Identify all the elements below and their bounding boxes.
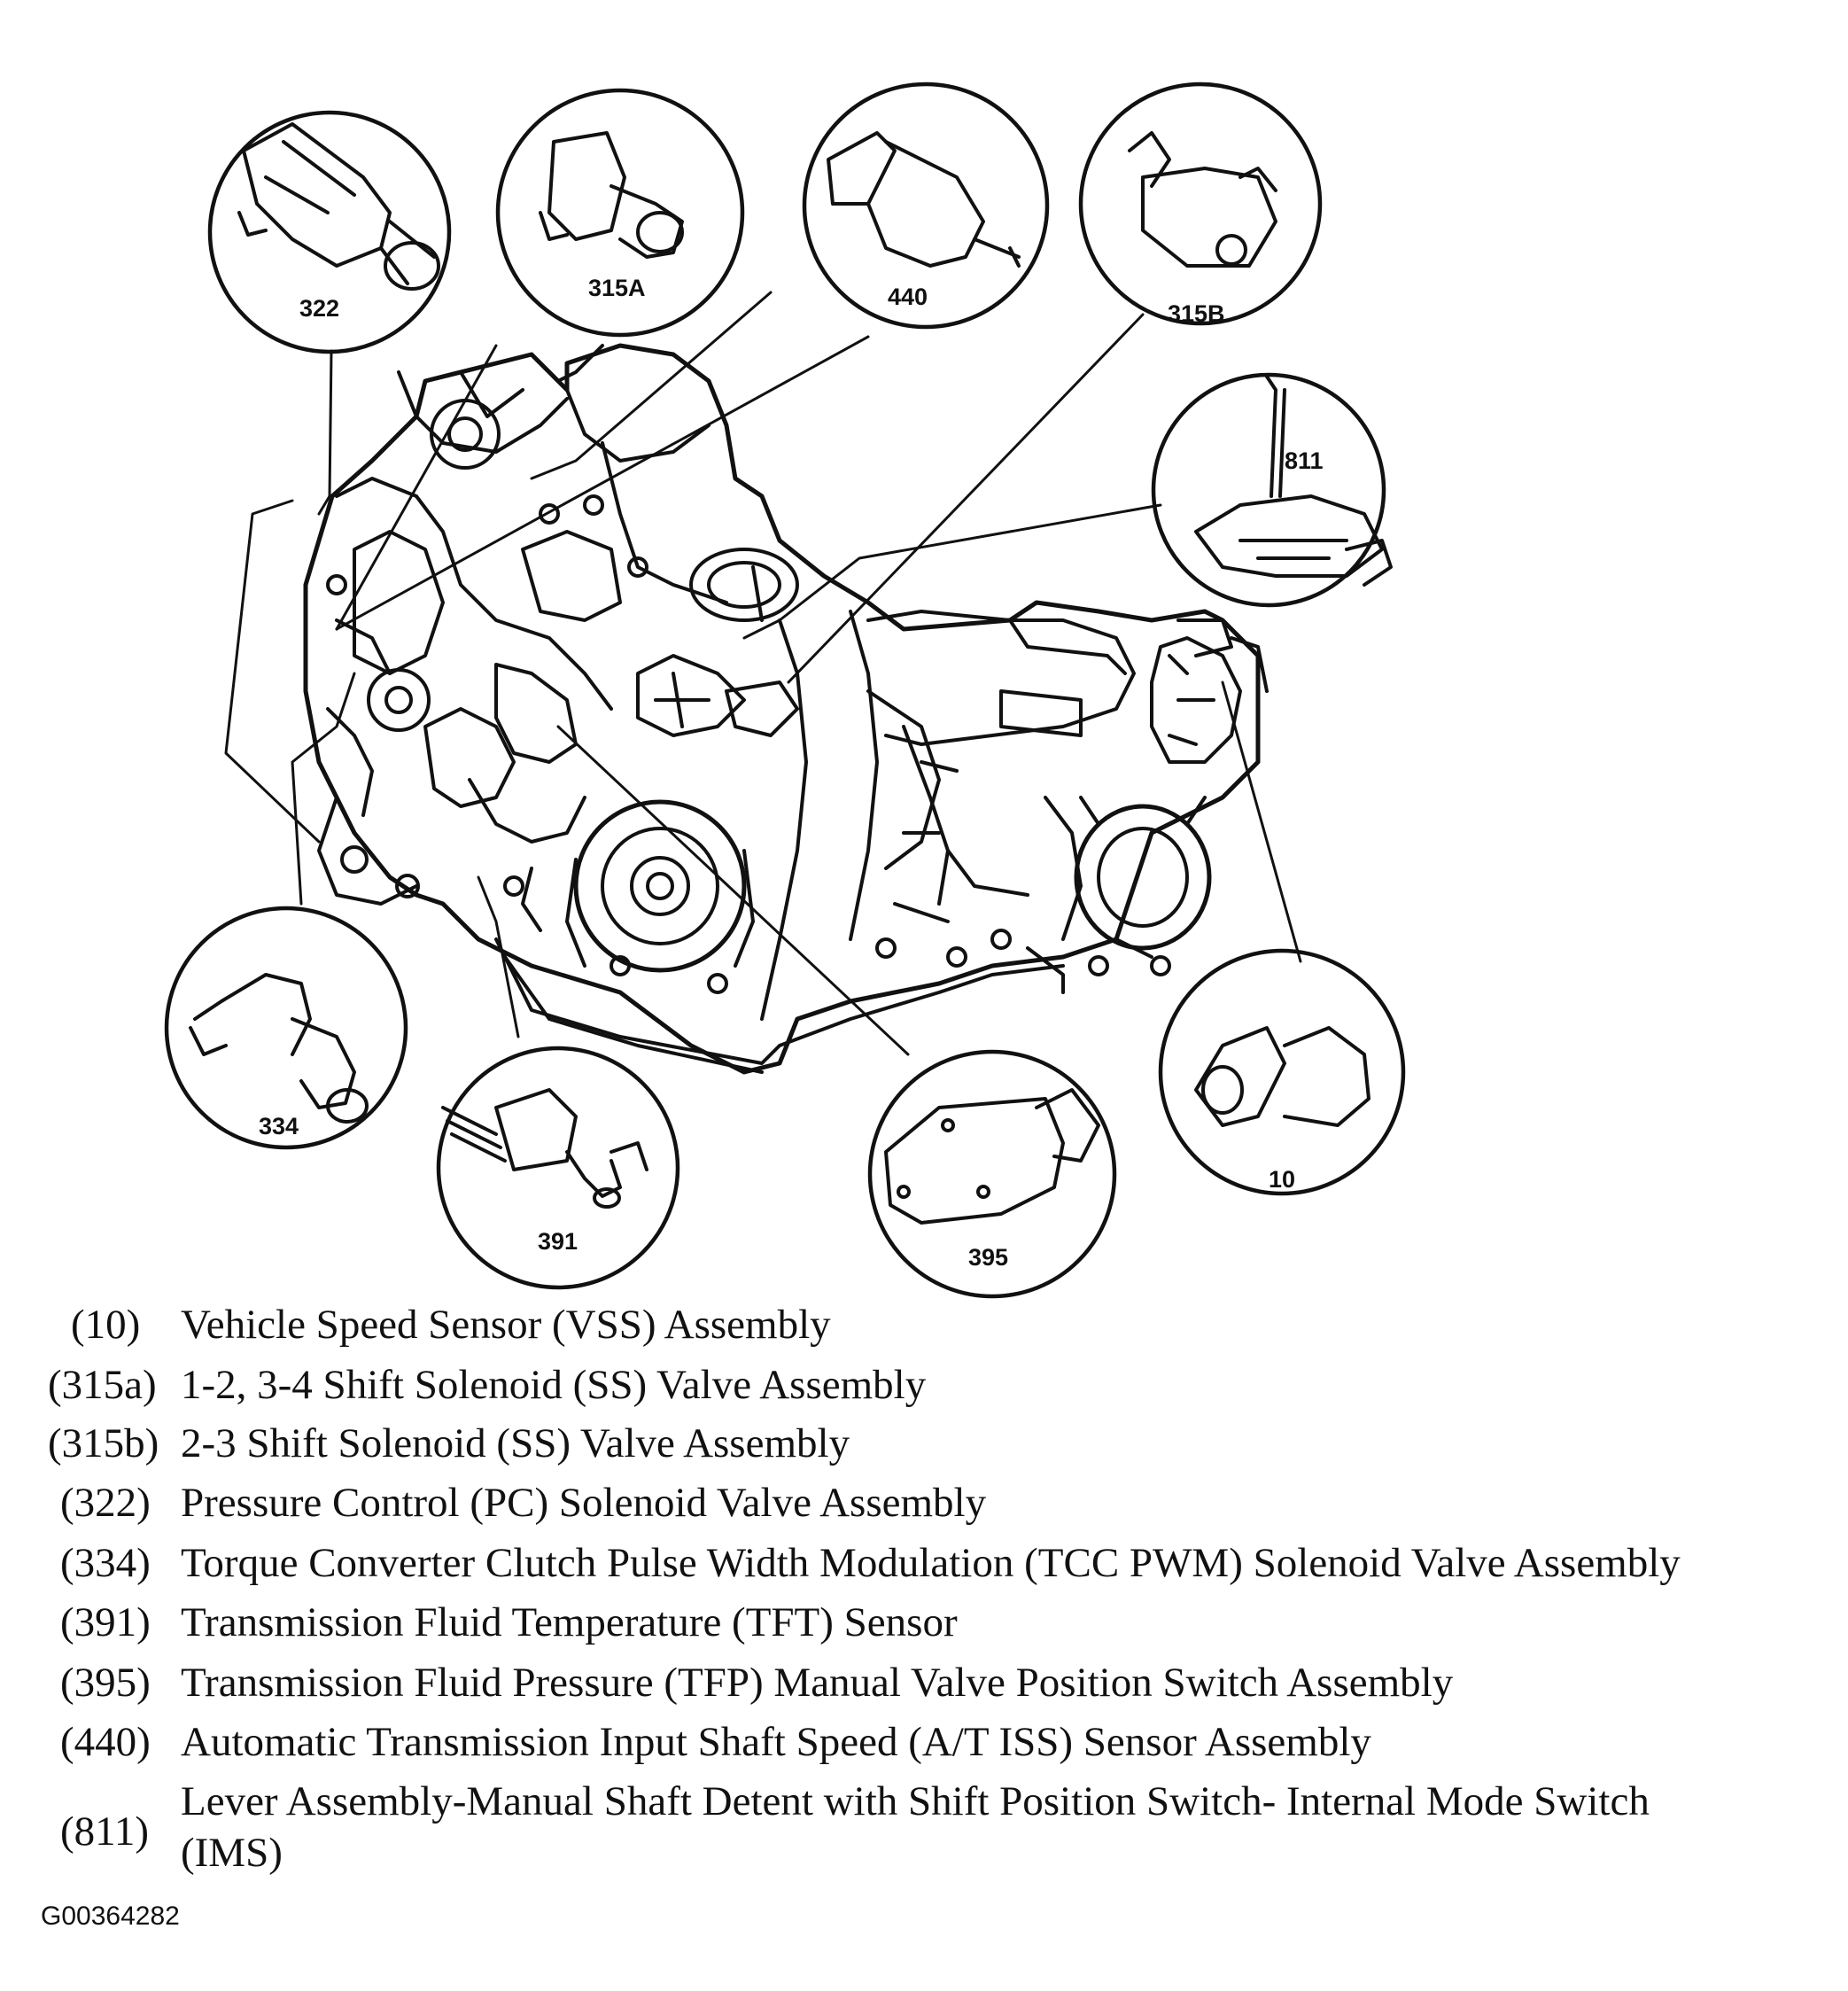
callout-number-395: 395 xyxy=(968,1244,1008,1271)
callout-numbers: 322 315A 440 315B 811 334 391 395 10 xyxy=(259,275,1324,1271)
callout-440 xyxy=(802,82,1050,330)
callout-number-391: 391 xyxy=(538,1228,578,1255)
callout-number-334: 334 xyxy=(259,1113,299,1139)
callout-number-322: 322 xyxy=(299,295,339,322)
figure-id: G00364282 xyxy=(41,1902,180,1931)
callout-number-10: 10 xyxy=(1269,1166,1295,1193)
transmission-assembly xyxy=(303,343,1269,1075)
callout-322 xyxy=(207,110,452,354)
callout-391 xyxy=(436,1046,680,1290)
callout-315b xyxy=(1078,82,1323,326)
leader-lines xyxy=(224,291,1302,1056)
callout-315a xyxy=(495,88,745,338)
callout-10 xyxy=(1158,948,1406,1196)
callout-number-315a: 315A xyxy=(588,275,646,301)
callout-395 xyxy=(867,1049,1117,1299)
callout-number-315b: 315B xyxy=(1168,300,1225,327)
callout-number-440: 440 xyxy=(888,284,928,310)
callout-334 xyxy=(164,906,408,1150)
callout-811 xyxy=(1151,372,1393,608)
callout-number-811: 811 xyxy=(1285,447,1324,474)
